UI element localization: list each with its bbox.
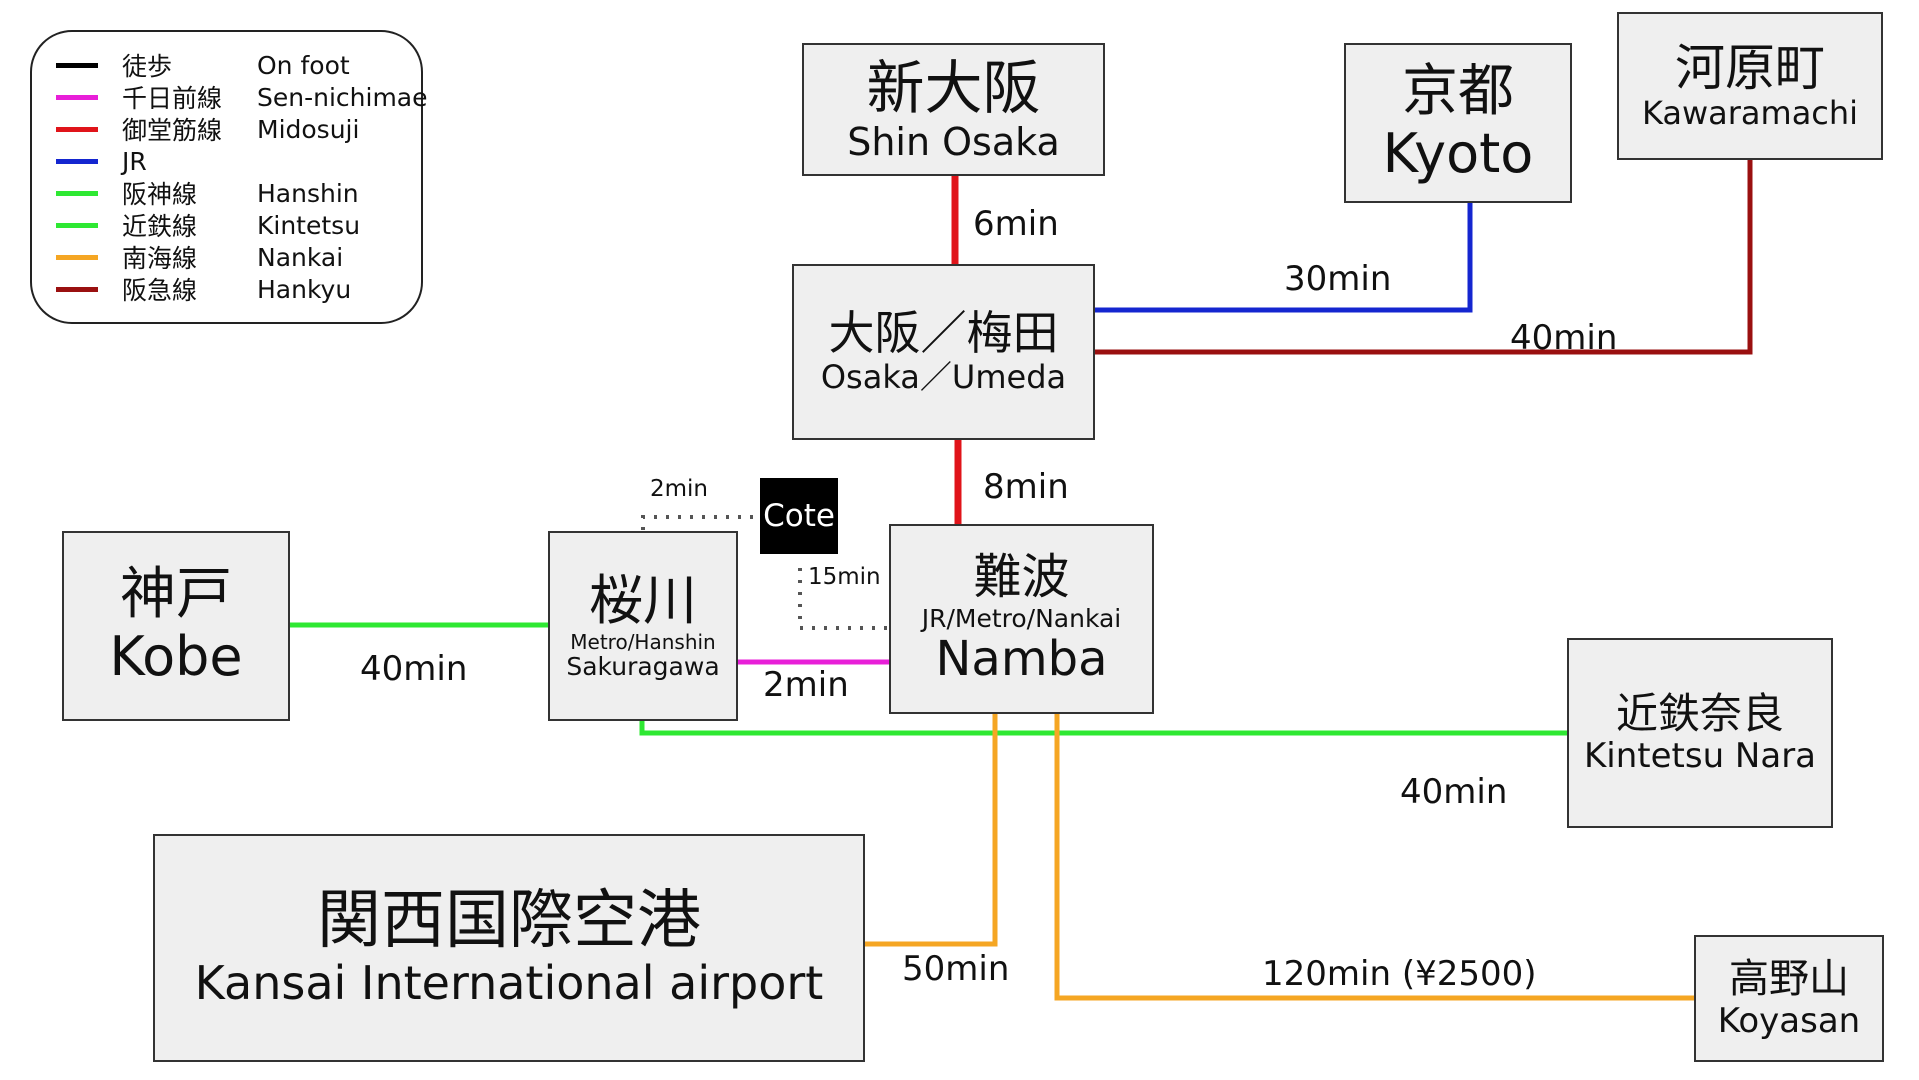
hankyu-line-umeda-kawaramachi (1095, 160, 1753, 355)
station-jp-name: 難波 (973, 549, 1070, 606)
time-umeda-kawaramachi: 40min (1510, 318, 1618, 358)
station-kyoto: 京都 Kyoto (1344, 43, 1572, 203)
time-sakuragawa-namba: 2min (763, 665, 849, 705)
station-en-name: Kintetsu Nara (1583, 736, 1817, 777)
station-kobe: 神戸 Kobe (62, 531, 290, 721)
station-koyasan: 高野山 Koyasan (1694, 935, 1884, 1062)
legend-item: 御堂筋線 Midosuji (56, 114, 360, 145)
station-jp-name: 関西国際空港 (317, 884, 701, 959)
station-lines: JR/Metro/Nankai (921, 604, 1122, 633)
station-kawaramachi: 河原町 Kawaramachi (1617, 12, 1883, 160)
legend-jp-label: 千日前線 (122, 84, 223, 113)
nankai-line-namba-koyasan (1054, 713, 1694, 1001)
station-shin-osaka: 新大阪 Shin Osaka (802, 43, 1105, 176)
legend-swatch (56, 222, 98, 228)
station-en-name: Koyasan (1717, 1000, 1861, 1041)
station-jp-name: 河原町 (1675, 39, 1825, 98)
walking-path-cote-namba (798, 568, 890, 630)
legend-item: 徒歩 On foot (56, 50, 350, 81)
legend-swatch (56, 190, 98, 196)
time-cote-sakuragawa: 2min (650, 476, 709, 502)
legend-swatch (56, 158, 98, 164)
legend-jp-label: JR (122, 146, 147, 176)
station-kintetsu-nara: 近鉄奈良 Kintetsu Nara (1567, 638, 1833, 828)
legend-item: 阪急線 Hankyu (56, 274, 352, 305)
jr-line-umeda-kyoto (1095, 202, 1473, 313)
station-en-name: Osaka／Umeda (820, 357, 1067, 396)
station-en-name: Sakuragawa (566, 652, 720, 682)
station-jp-name: 神戸 (120, 562, 232, 628)
station-namba: 難波 JR/Metro/Nankai Namba (889, 524, 1154, 714)
legend-jp-label: 南海線 (122, 244, 198, 273)
time-kobe-sakuragawa: 40min (360, 649, 468, 689)
legend-item: 阪神線 Hanshin (56, 178, 359, 209)
legend-en-label: Kintetsu (257, 210, 361, 240)
station-kansai-airport: 関西国際空港 Kansai International airport (153, 834, 865, 1062)
station-en-name: Shin Osaka (847, 119, 1060, 164)
station-en-name: Kobe (109, 625, 243, 689)
time-umeda-namba: 8min (983, 467, 1069, 507)
legend-en-label: Nankai (257, 242, 344, 272)
legend-jp-label: 近鉄線 (122, 212, 198, 241)
legend-swatch (56, 62, 98, 68)
station-jp-name: 高野山 (1729, 956, 1849, 1003)
station-umeda: 大阪／梅田 Osaka／Umeda (792, 264, 1095, 440)
legend-swatch (56, 126, 98, 132)
legend-en-label: Midosuji (257, 114, 360, 144)
station-jp-name: 京都 (1402, 59, 1514, 125)
legend-jp-label: 御堂筋線 (122, 116, 223, 145)
station-lines: Metro/Hanshin (570, 630, 716, 655)
station-jp-name: 桜川 (589, 568, 697, 632)
time-shin-osaka-umeda: 6min (973, 204, 1059, 244)
legend-swatch (56, 286, 98, 292)
station-en-name: Kawaramachi (1641, 94, 1859, 133)
station-en-name: Kyoto (1382, 122, 1534, 186)
time-sakuragawa-kintetsu-nara: 40min (1400, 772, 1508, 812)
legend-en-label: Hankyu (257, 274, 352, 304)
station-sakuragawa: 桜川 Metro/Hanshin Sakuragawa (548, 531, 738, 721)
legend-swatch (56, 94, 98, 100)
station-jp-name: 大阪／梅田 (828, 306, 1059, 361)
legend-en-label: Hanshin (257, 178, 359, 208)
legend-item: 近鉄線 Kintetsu (56, 210, 361, 241)
nankai-line-namba-airport (865, 713, 998, 947)
kintetsu-line-sakuragawa-nara (639, 720, 1567, 736)
legend-swatch (56, 254, 98, 260)
legend-jp-label: 阪神線 (122, 180, 198, 209)
station-jp-name: 近鉄奈良 (1615, 689, 1784, 739)
legend-item: JR (56, 146, 257, 176)
walking-path-cote-sakuragawa (641, 515, 760, 530)
legend-item: 南海線 Nankai (56, 242, 344, 273)
cote-destination: Cote (760, 478, 838, 554)
time-cote-namba: 15min (808, 564, 881, 590)
legend-item: 千日前線 Sen-nichimae (56, 82, 428, 113)
time-namba-airport: 50min (902, 949, 1010, 989)
legend-jp-label: 徒歩 (122, 52, 173, 81)
time-namba-koyasan: 120min (¥2500) (1262, 954, 1537, 994)
station-en-name: Kansai International airport (194, 956, 824, 1011)
station-jp-name: 新大阪 (866, 53, 1041, 122)
time-umeda-kyoto: 30min (1284, 259, 1392, 299)
legend-en-label: On foot (257, 50, 350, 80)
station-en-name: Namba (935, 631, 1108, 687)
legend-en-label: Sen-nichimae (257, 82, 428, 112)
legend-jp-label: 阪急線 (122, 276, 198, 305)
